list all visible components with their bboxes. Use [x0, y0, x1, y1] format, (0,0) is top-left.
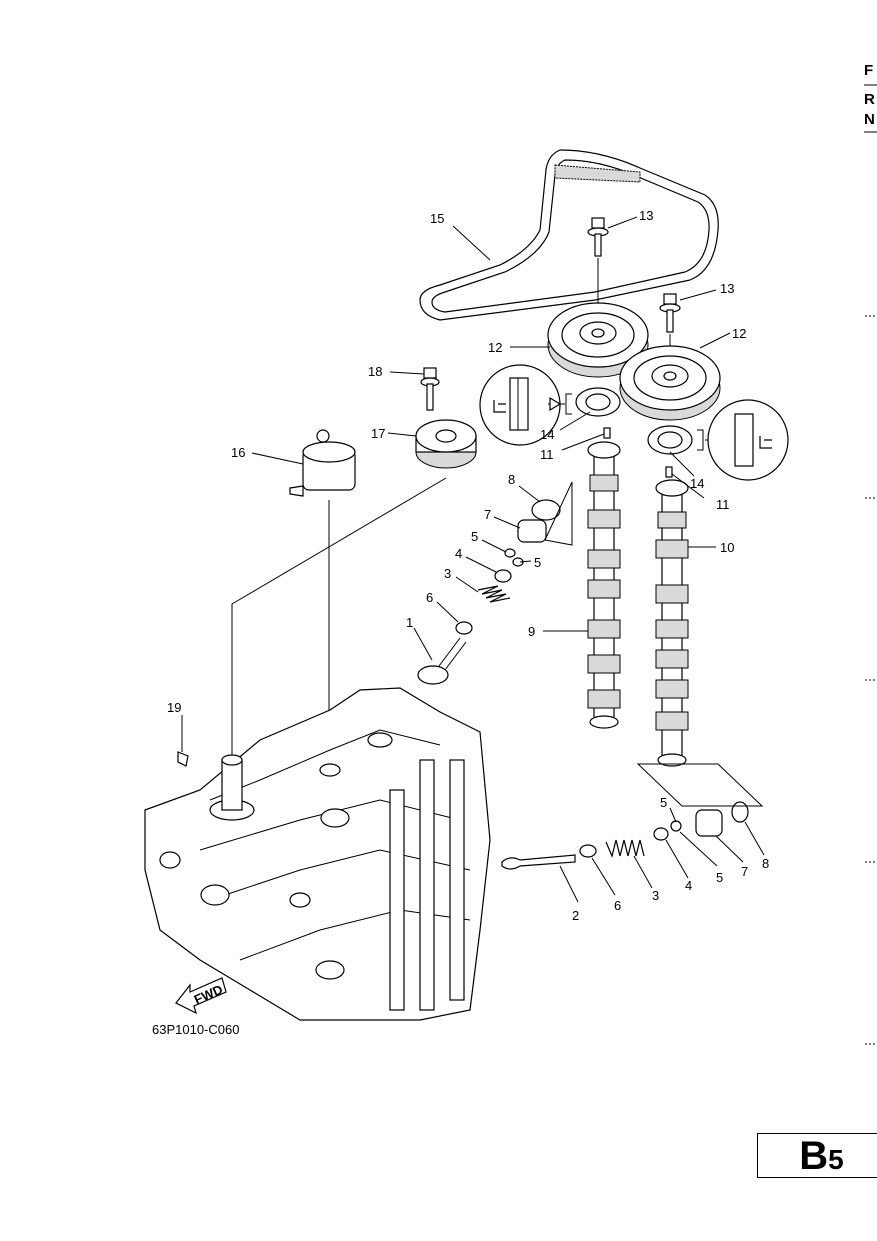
callout-1: 1 [406, 615, 413, 630]
callout-3-upper: 3 [444, 566, 451, 581]
callout-4-lower: 4 [685, 878, 692, 893]
edge-ticks [865, 315, 877, 1045]
callout-5-upper-b: 5 [534, 555, 541, 570]
page-section-number: 5 [828, 1144, 844, 1175]
callout-12-left: 12 [488, 340, 502, 355]
header-letter-n: N [864, 111, 875, 128]
callout-12-right: 12 [732, 326, 746, 341]
timing-belt [419, 149, 719, 321]
callout-5-upper-a: 5 [471, 529, 478, 544]
callout-7-lower: 7 [741, 864, 748, 879]
woodruff-key [177, 751, 189, 767]
callout-14-right: 14 [690, 476, 704, 491]
callout-14-left: 14 [540, 427, 554, 442]
page-section-letter: B [799, 1134, 829, 1178]
callout-8-lower: 8 [762, 856, 769, 871]
callout-13-upper: 13 [639, 208, 653, 223]
camshaft-intake [655, 479, 689, 767]
callout-13-lower: 13 [720, 281, 734, 296]
callout-11-left: 11 [540, 447, 554, 462]
bolt-13-lower [659, 293, 681, 372]
callouts: 15 13 13 12 12 18 17 16 14 14 11 11 8 7 … [167, 208, 769, 923]
callout-6-lower: 6 [614, 898, 621, 913]
belt-tensioner [289, 429, 356, 760]
header-letter-r: R [864, 91, 875, 108]
callout-11-right: 11 [716, 497, 730, 512]
callout-9: 9 [528, 624, 535, 639]
cam-pulley-right [619, 345, 721, 421]
callout-3-lower: 3 [652, 888, 659, 903]
callout-18: 18 [368, 364, 382, 379]
page-indicator: B 5 [757, 1133, 877, 1178]
idler-pulley [231, 367, 477, 760]
figure-code: 63P1010-C060 [152, 1022, 239, 1037]
callout-15: 15 [430, 211, 444, 226]
valve-stack-lower [501, 763, 764, 870]
callout-17: 17 [371, 426, 385, 441]
engine-block [144, 687, 491, 1021]
oil-seal-right [647, 399, 789, 481]
valve-stack-upper [417, 481, 573, 685]
callout-2: 2 [572, 908, 579, 923]
callout-5-lower-a: 5 [660, 795, 667, 810]
callout-19: 19 [167, 700, 181, 715]
callout-7-upper: 7 [484, 507, 491, 522]
camshaft-exhaust [587, 441, 621, 729]
leader-lines [181, 216, 765, 903]
oil-seal-left [479, 364, 621, 446]
callout-10: 10 [720, 540, 734, 555]
header-letter-f: F [864, 62, 873, 79]
fwd-label: FWD [192, 982, 225, 1008]
pin-11-left [603, 427, 611, 439]
callout-8-upper: 8 [508, 472, 515, 487]
callout-6-upper: 6 [426, 590, 433, 605]
callout-5-lower-b: 5 [716, 870, 723, 885]
pin-11-right [665, 466, 673, 478]
fwd-arrow: FWD [175, 977, 227, 1015]
header-index: F R N [864, 62, 877, 133]
callout-16: 16 [231, 445, 245, 460]
callout-4-upper: 4 [455, 546, 462, 561]
cam-pulley-left [547, 302, 649, 378]
